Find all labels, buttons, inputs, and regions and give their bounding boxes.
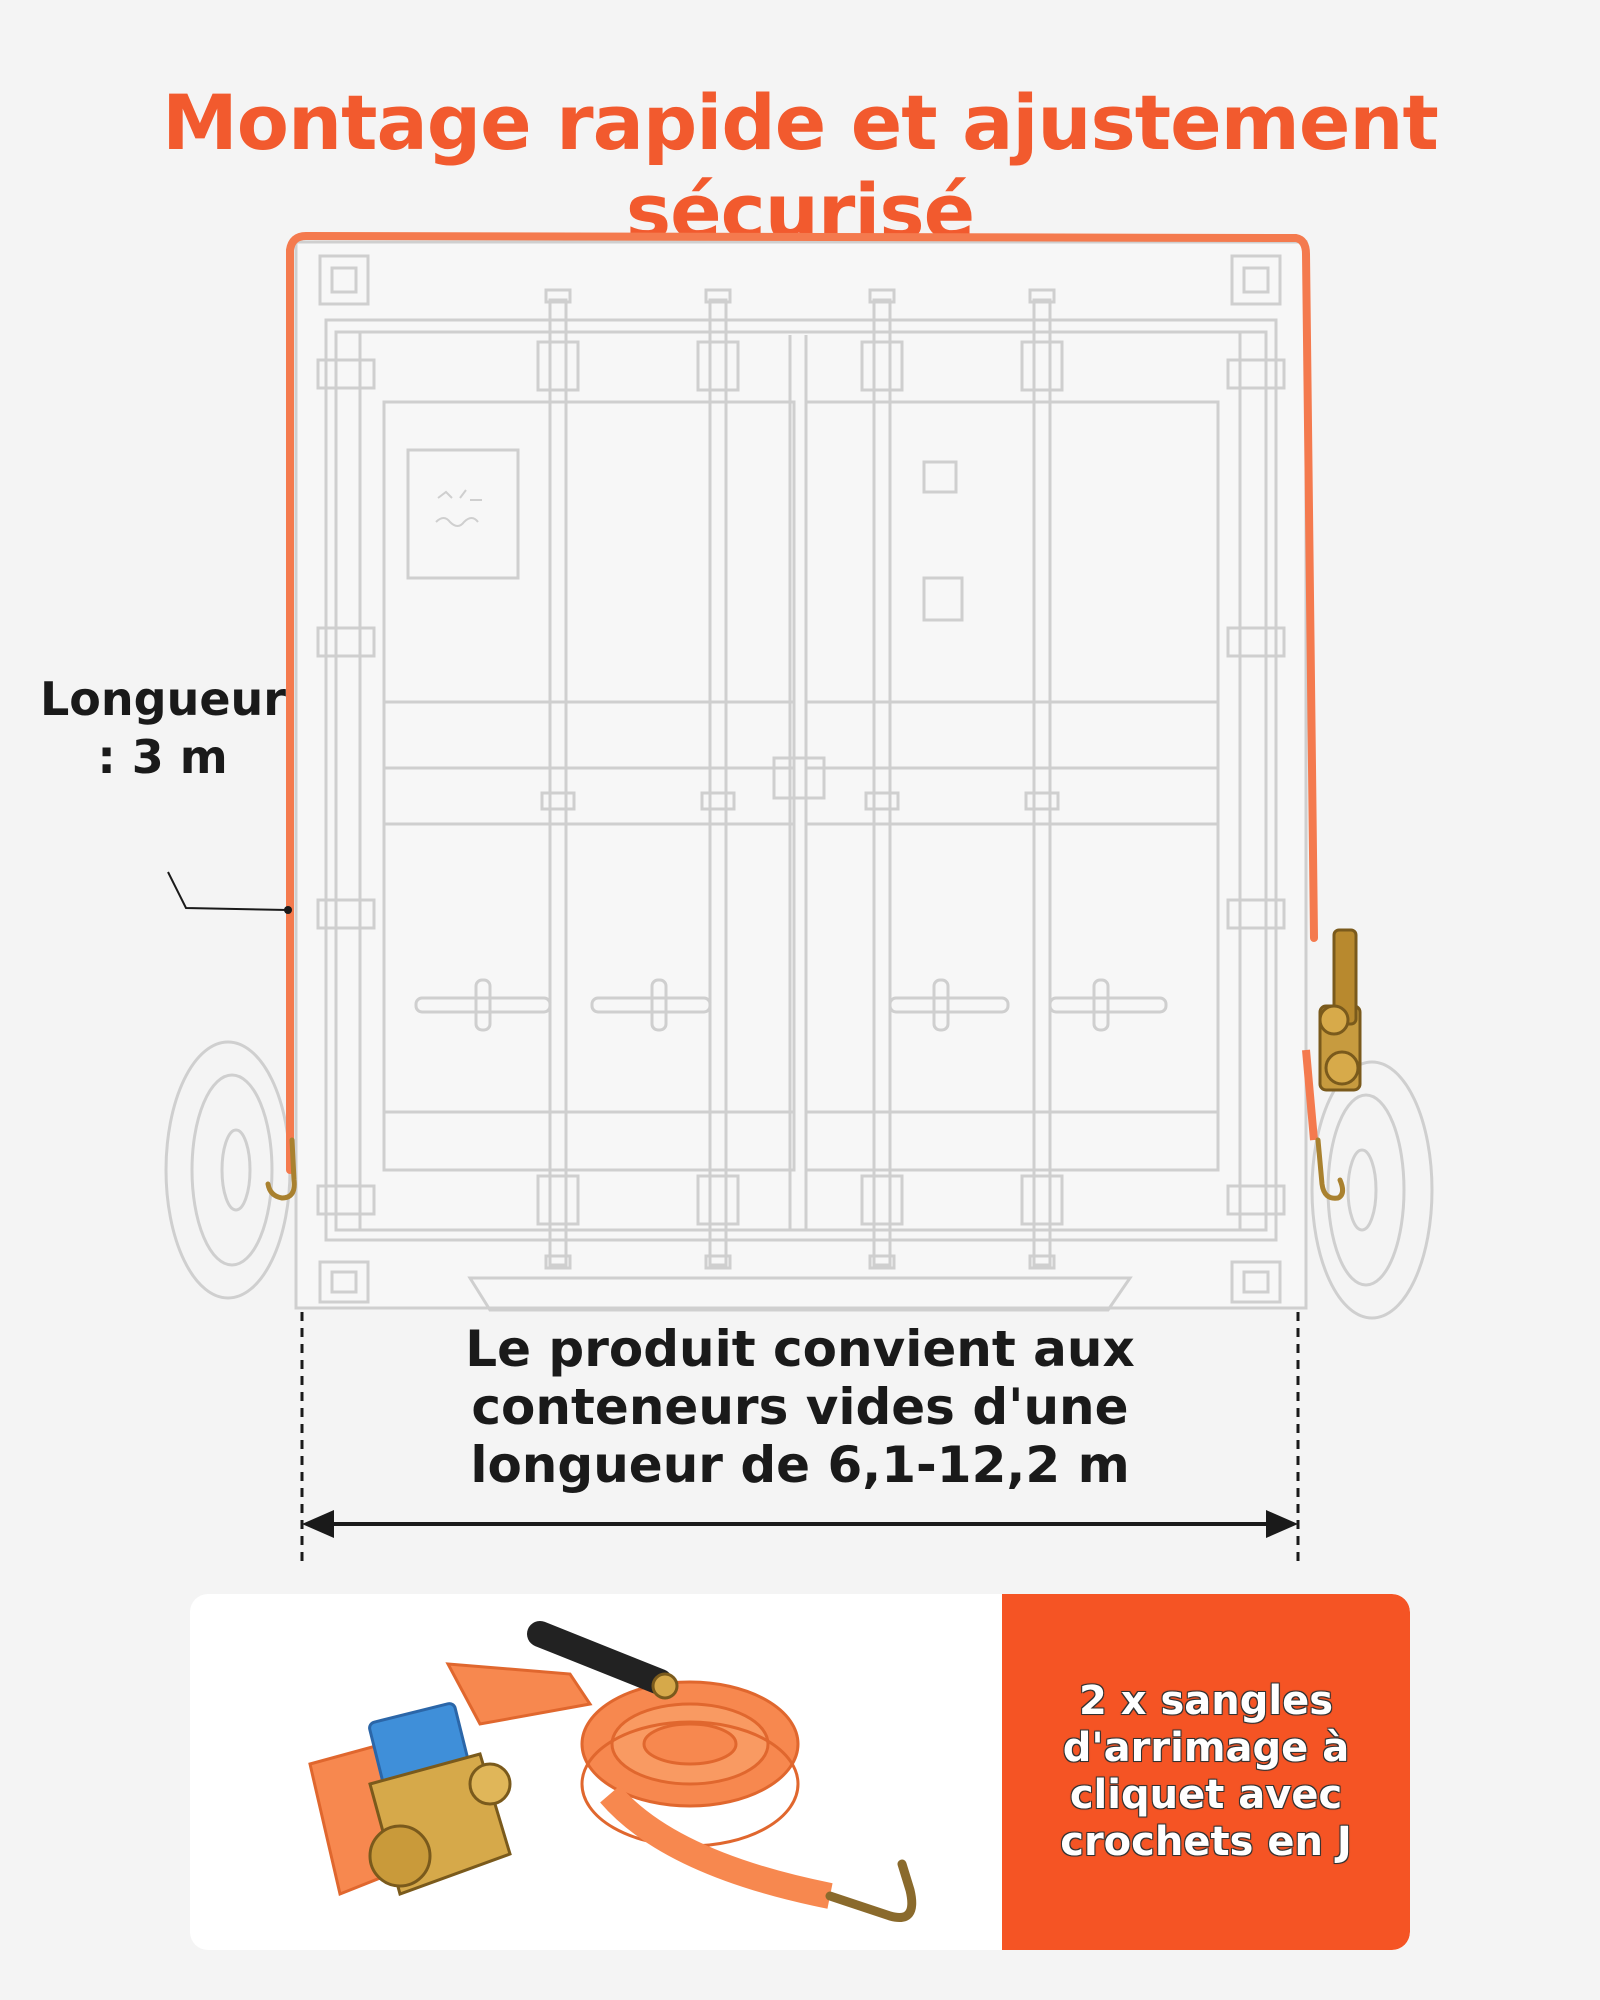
description: Le produit convient aux conteneurs vides…	[380, 1320, 1220, 1494]
wheel-icon	[164, 1040, 292, 1300]
product-card-line1: 2 x sangles	[1078, 1678, 1334, 1724]
container-illustration	[164, 231, 1434, 1564]
product-card-line3: cliquet avec	[1069, 1772, 1343, 1818]
description-line1: Le produit convient aux	[465, 1320, 1135, 1378]
ratchet-strap-icon	[1318, 928, 1362, 1092]
j-hook-icon	[1315, 1137, 1346, 1201]
length-label: Longueur : 3 m	[40, 670, 286, 786]
length-leader-line	[167, 871, 289, 911]
wheel-icon	[1310, 1060, 1434, 1320]
ratchet-strap-icon	[308, 1621, 917, 1922]
page-title: Montage rapide et ajustement sécurisé	[162, 78, 1439, 256]
length-label-line1: Longueur	[40, 672, 286, 726]
strap-line	[286, 231, 1318, 1174]
length-label-line2: : 3 m	[97, 730, 228, 784]
product-card: 2 x sangles d'arrimage à cliquet avec cr…	[190, 1594, 1410, 1950]
product-card-label: 2 x sangles d'arrimage à cliquet avec cr…	[1002, 1594, 1410, 1950]
description-line3: longueur de 6,1-12,2 m	[470, 1436, 1130, 1494]
dimension-arrow-icon	[300, 1312, 1300, 1564]
description-line2: conteneurs vides d'une	[471, 1378, 1129, 1436]
j-hook-icon	[265, 1137, 297, 1201]
product-card-line2: d'arrimage à	[1062, 1725, 1350, 1771]
product-card-line4: crochets en J	[1060, 1819, 1352, 1865]
